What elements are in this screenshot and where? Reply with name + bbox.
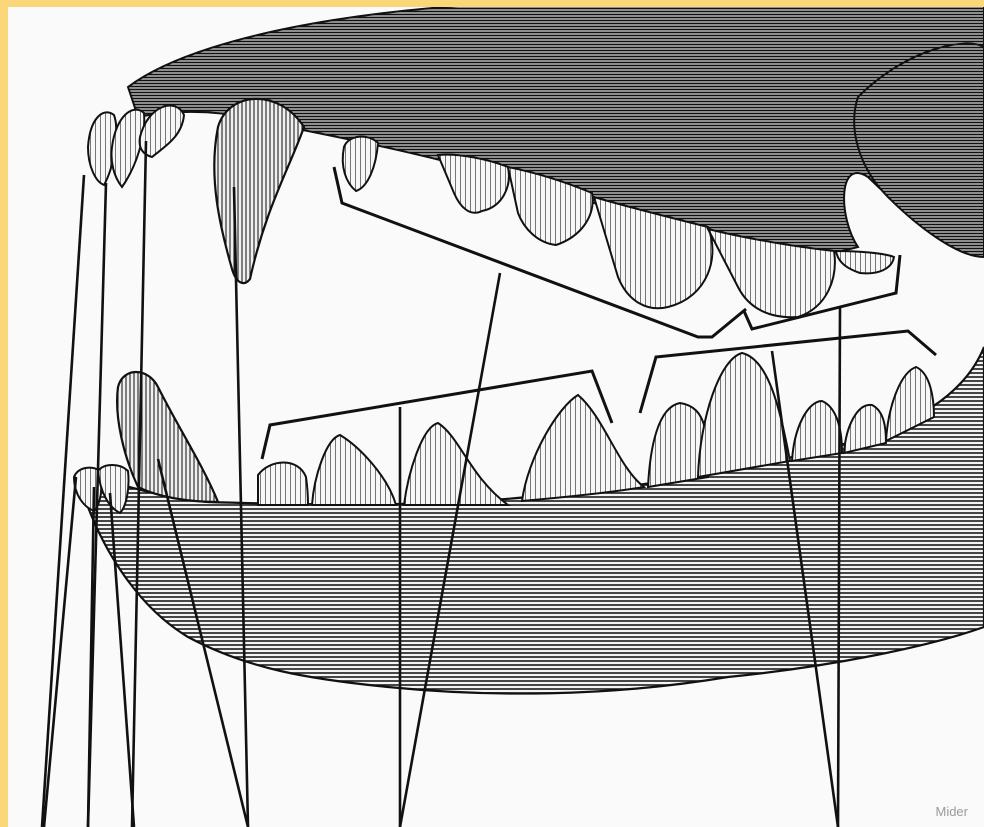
watermark: Mider: [935, 804, 968, 819]
lower-premolar: [522, 395, 644, 501]
upper-molar: [836, 251, 894, 273]
lower-molar: [792, 401, 842, 461]
upper-premolar: [343, 137, 378, 191]
jaw-teeth-illustration: [8, 7, 984, 827]
leader-line: [42, 175, 84, 827]
lower-canine: [117, 372, 218, 502]
lower-premolar: [404, 423, 508, 505]
mandible: [78, 347, 984, 694]
leader-line: [838, 307, 840, 827]
lower-molar-bracket: [640, 331, 936, 413]
lower-premolar: [258, 463, 308, 506]
upper-canine: [214, 99, 304, 283]
upper-premolar: [438, 155, 509, 213]
lower-premolar: [312, 435, 396, 505]
lower-molar: [698, 353, 790, 477]
illustration-canvas: Mider: [8, 7, 984, 827]
